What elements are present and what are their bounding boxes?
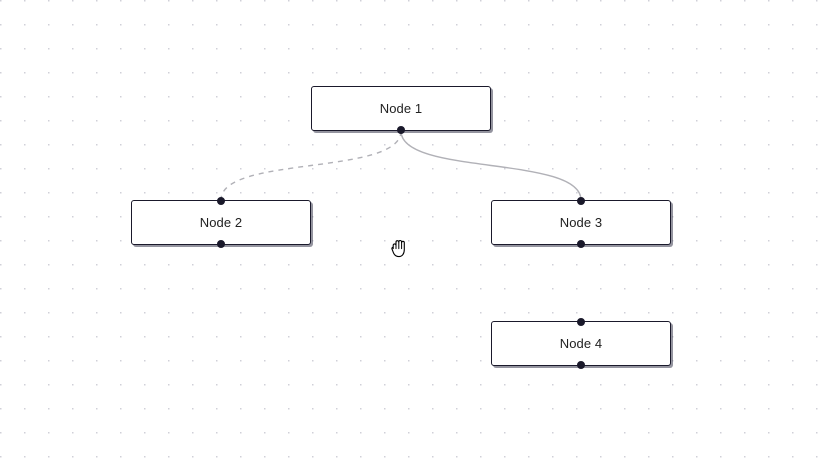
handle-top[interactable]	[577, 197, 585, 205]
handle-top[interactable]	[577, 318, 585, 326]
handle-bottom[interactable]	[397, 126, 405, 134]
edge-node1-node3[interactable]	[400, 130, 582, 201]
edge-node1-node2[interactable]	[220, 130, 402, 201]
node-label: Node 4	[559, 336, 603, 351]
node-label: Node 2	[199, 215, 243, 230]
handle-bottom[interactable]	[217, 240, 225, 248]
handle-top[interactable]	[217, 197, 225, 205]
handle-bottom[interactable]	[577, 240, 585, 248]
node-node-2[interactable]: Node 2	[131, 197, 311, 248]
grab-hand-cursor	[388, 237, 412, 261]
node-label: Node 1	[379, 101, 423, 116]
node-label: Node 3	[559, 215, 603, 230]
handle-bottom[interactable]	[577, 361, 585, 369]
node-node-4[interactable]: Node 4	[491, 318, 671, 369]
node-node-3[interactable]: Node 3	[491, 197, 671, 248]
node-node-1[interactable]: Node 1	[311, 86, 491, 134]
